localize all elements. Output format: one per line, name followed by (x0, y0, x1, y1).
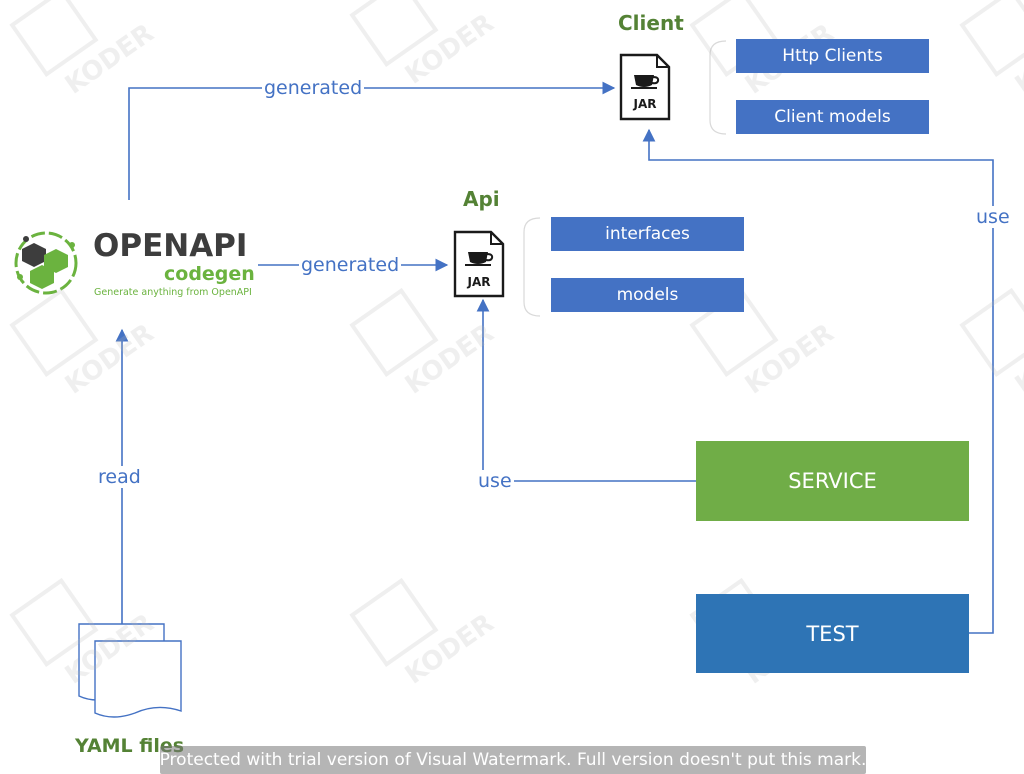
api-item-models: models (551, 278, 744, 312)
yaml-files-label: YAML files (75, 735, 185, 757)
test-box: TEST (696, 594, 969, 673)
client-title: Client (618, 11, 684, 35)
api-title: Api (463, 187, 500, 211)
watermark-caption: Protected with trial version of Visual W… (160, 746, 866, 774)
edge-label-use-service: use (476, 470, 514, 492)
openapi-logo-tagline: Generate anything from OpenAPI (94, 287, 252, 298)
edge-label-generated-client: generated (262, 77, 365, 99)
api-items-brace (523, 217, 541, 317)
edge-label-read: read (96, 466, 143, 488)
edge-label-use-test: use (974, 206, 1012, 228)
client-jar-icon (619, 53, 671, 121)
client-item-http-clients: Http Clients (736, 39, 929, 73)
client-item-client-models: Client models (736, 100, 929, 134)
edge-generated-client (128, 81, 616, 200)
client-jar-label: JAR (633, 97, 657, 111)
client-items-brace (709, 40, 727, 135)
openapi-logo-subtitle: codegen (164, 263, 255, 285)
service-box: SERVICE (696, 441, 969, 521)
api-jar-label: JAR (467, 275, 491, 289)
yaml-files-icon (78, 623, 182, 718)
api-item-interfaces: interfaces (551, 217, 744, 251)
edge-use-service (476, 298, 696, 482)
edge-label-generated-api: generated (299, 254, 402, 276)
openapi-logo-icon (14, 231, 78, 295)
edge-use-test (642, 128, 994, 634)
api-jar-icon (453, 230, 505, 298)
openapi-logo-title: OPENAPI (93, 228, 248, 264)
